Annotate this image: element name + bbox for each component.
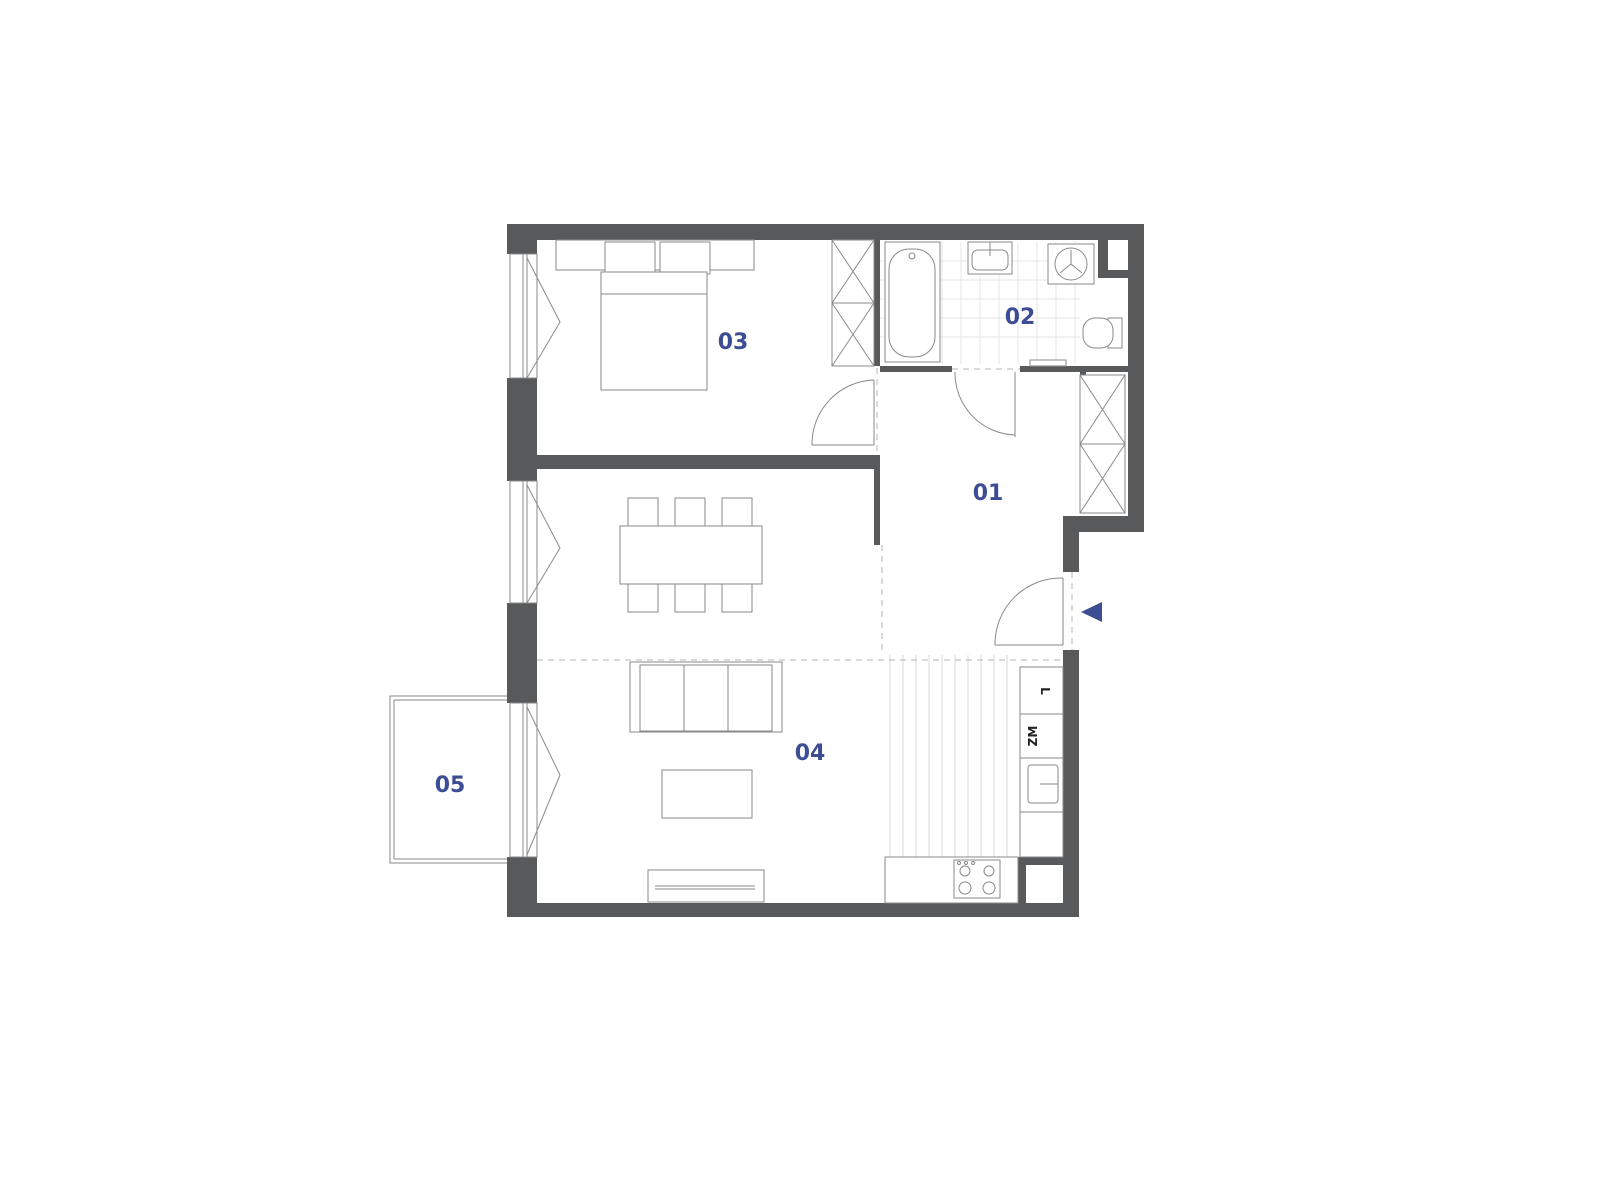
window-bedroom [509, 253, 561, 379]
room-05-label: 05 [435, 773, 466, 798]
fridge-label: L [1038, 687, 1052, 695]
balcony [389, 695, 507, 864]
room-02-label: 02 [1005, 305, 1036, 330]
window-dining [509, 480, 561, 604]
hall-wardrobe [1079, 374, 1126, 514]
bathroom-fixtures [884, 241, 1123, 367]
room-04-label: 04 [795, 741, 826, 766]
bedroom-furniture [555, 239, 875, 391]
bedroom-door [811, 368, 878, 455]
room-03-label: 03 [718, 330, 749, 355]
kitchen-units [884, 666, 1064, 904]
entrance-door [994, 572, 1073, 650]
entrance-arrow-icon [1081, 602, 1102, 622]
room-01-label: 01 [973, 481, 1004, 506]
bathroom-door [952, 368, 1020, 437]
balcony-door [509, 702, 561, 858]
walls [507, 224, 1144, 917]
dining-set [619, 497, 763, 613]
living-furniture [629, 661, 783, 903]
kitchen-floor-stripes [889, 655, 1008, 857]
freezer-label: ZM [1026, 726, 1040, 747]
